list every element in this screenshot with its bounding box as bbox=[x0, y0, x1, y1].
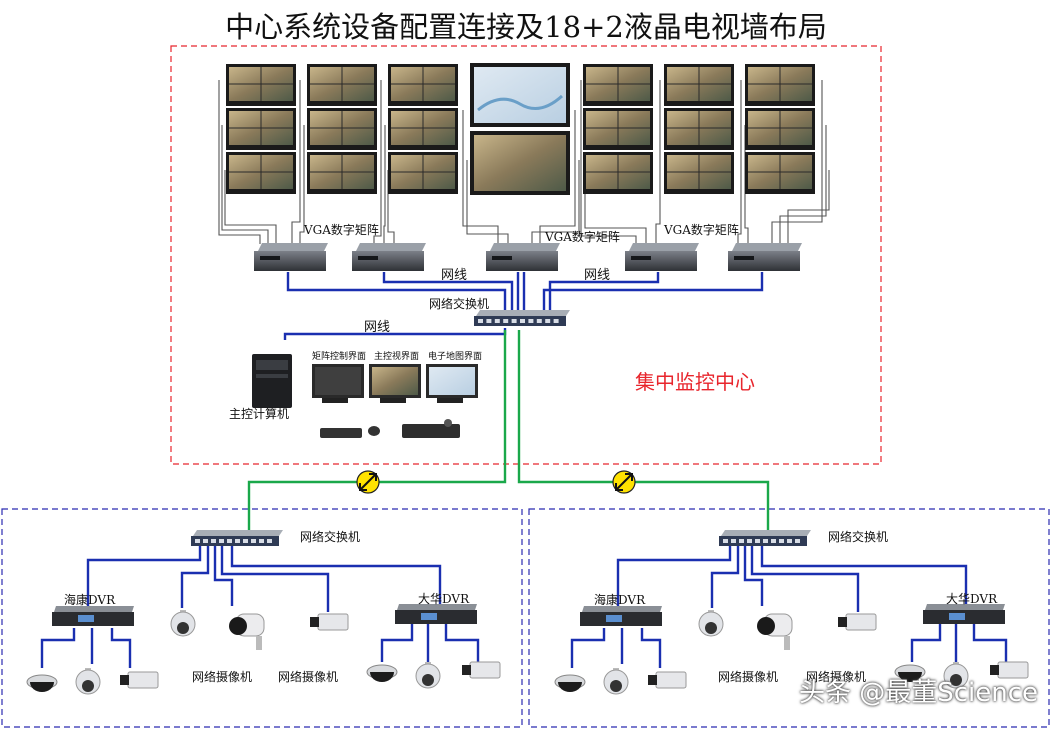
center-network-switch bbox=[474, 310, 570, 326]
wall-map-display bbox=[470, 63, 570, 127]
site-left-hikvision-dvr-label: 海康DVR bbox=[64, 593, 116, 607]
matrix-control-monitor bbox=[312, 364, 364, 403]
wall-monitor bbox=[388, 64, 458, 106]
center-zone-border bbox=[170, 45, 882, 465]
site-right-dvr-box-camera bbox=[990, 661, 1029, 679]
wall-monitor bbox=[583, 152, 653, 194]
vga-matrix-unit bbox=[254, 243, 328, 271]
wall-monitor bbox=[388, 108, 458, 150]
site-zone-right-border bbox=[528, 508, 1050, 728]
site-right-network-lines bbox=[570, 545, 1008, 668]
main-view-ui-label: 主控视界面 bbox=[374, 352, 420, 362]
main-view-monitor bbox=[369, 364, 421, 403]
main-control-computer-tower bbox=[252, 354, 292, 408]
wall-monitor bbox=[226, 64, 296, 106]
site-left-box-camera bbox=[120, 671, 159, 689]
wall-monitor bbox=[745, 108, 815, 150]
site-left-dvr-box-camera bbox=[462, 661, 501, 679]
site-right-hikvision-dvr bbox=[580, 606, 662, 626]
vga-matrix-unit bbox=[486, 243, 560, 271]
site-left-network-camera-label-1: 网络摄像机 bbox=[192, 670, 253, 684]
site-right-network-camera-label-1: 网络摄像机 bbox=[718, 670, 779, 684]
wall-monitor bbox=[307, 108, 377, 150]
uplink-link-icon-left bbox=[356, 470, 380, 494]
wall-monitor bbox=[664, 64, 734, 106]
wall-monitor bbox=[307, 64, 377, 106]
center-zone-label: 集中监控中心 bbox=[635, 370, 755, 394]
site-right-dvr-ptz-camera bbox=[943, 662, 969, 689]
wall-monitor bbox=[745, 64, 815, 106]
network-cable-label-3: 网线 bbox=[364, 320, 391, 335]
control-keyboard-joystick bbox=[402, 419, 460, 438]
wall-monitor bbox=[664, 152, 734, 194]
wall-monitor bbox=[583, 64, 653, 106]
site-right-dvr-dome-camera bbox=[894, 664, 926, 682]
vga-matrix-group bbox=[254, 243, 802, 271]
vga-matrix-label-3: VGA数字矩阵 bbox=[664, 223, 739, 237]
site-device-group bbox=[26, 604, 1029, 695]
site-zone-left-border bbox=[1, 508, 523, 728]
site-left-dvr-dome-camera bbox=[366, 664, 398, 682]
site-right-network-bullet-camera bbox=[757, 613, 793, 650]
site-left-dahua-dvr bbox=[395, 604, 477, 624]
wall-large-display bbox=[470, 131, 570, 195]
main-computer-label: 主控计算机 bbox=[229, 407, 290, 421]
vga-matrix-unit bbox=[352, 243, 426, 271]
site-right-dome-camera bbox=[554, 674, 586, 692]
site-right-dahua-dvr bbox=[923, 604, 1005, 624]
switch-group bbox=[191, 310, 811, 546]
vga-matrix-label-1: VGA数字矩阵 bbox=[304, 223, 379, 237]
site-left-dvr-ptz-camera bbox=[415, 662, 441, 689]
site-left-network-camera-label-2: 网络摄像机 bbox=[278, 670, 339, 684]
site-left-network-box-camera bbox=[310, 613, 349, 631]
network-cable-label-1: 网线 bbox=[441, 268, 468, 283]
site-left-dahua-dvr-label: 大华DVR bbox=[418, 592, 470, 606]
site-right-switch-label: 网络交换机 bbox=[828, 530, 889, 544]
site-left-ptz-camera bbox=[75, 668, 101, 695]
site-left-hikvision-dvr bbox=[52, 606, 134, 626]
e-map-monitor bbox=[426, 364, 478, 403]
video-wall bbox=[226, 63, 815, 195]
wall-monitor bbox=[307, 152, 377, 194]
site-left-dome-camera bbox=[26, 674, 58, 692]
wall-monitor bbox=[226, 152, 296, 194]
keyboard bbox=[320, 426, 380, 438]
site-right-box-camera bbox=[648, 671, 687, 689]
vga-matrix-unit bbox=[625, 243, 699, 271]
site-left-network-ptz-camera bbox=[170, 610, 196, 637]
wall-monitor bbox=[745, 152, 815, 194]
vga-matrix-label-2: VGA数字矩阵 bbox=[545, 230, 620, 244]
site-right-network-ptz-camera bbox=[698, 610, 724, 637]
wall-monitor bbox=[388, 152, 458, 194]
site-right-network-camera-label-2: 网络摄像机 bbox=[806, 670, 867, 684]
site-left-network-bullet-camera bbox=[229, 613, 265, 650]
uplink-link-icon-right bbox=[612, 470, 636, 494]
site-left-network-switch bbox=[191, 530, 283, 546]
site-left-switch-label: 网络交换机 bbox=[300, 530, 361, 544]
vga-matrix-unit bbox=[728, 243, 802, 271]
diagram-title: 中心系统设备配置连接及18+2液晶电视墙布局 bbox=[225, 10, 827, 44]
matrix-control-ui-label: 矩阵控制界面 bbox=[312, 352, 367, 362]
site-right-network-box-camera bbox=[838, 613, 877, 631]
watermark: 头条 @最董Science bbox=[798, 678, 1038, 708]
site-right-network-switch bbox=[719, 530, 811, 546]
wall-monitor bbox=[226, 108, 296, 150]
site-left-network-lines bbox=[40, 545, 480, 668]
site-right-ptz-camera bbox=[603, 668, 629, 695]
e-map-ui-label: 电子地图界面 bbox=[428, 352, 483, 362]
center-network-lines bbox=[283, 272, 764, 340]
wall-monitor bbox=[664, 108, 734, 150]
network-cable-label-2: 网线 bbox=[584, 268, 611, 283]
site-right-hikvision-dvr-label: 海康DVR bbox=[594, 593, 646, 607]
site-right-dahua-dvr-label: 大华DVR bbox=[946, 592, 998, 606]
center-switch-label: 网络交换机 bbox=[429, 297, 490, 311]
wall-monitor bbox=[583, 108, 653, 150]
